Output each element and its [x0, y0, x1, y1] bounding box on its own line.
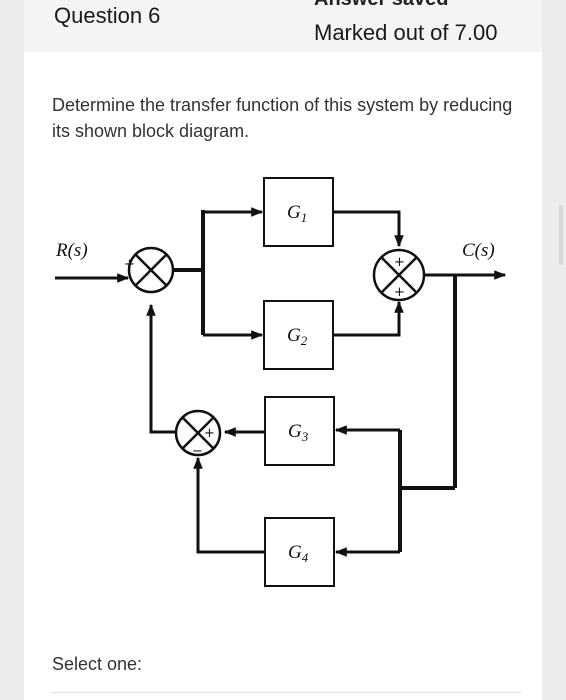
summing-junction-1	[127, 246, 175, 294]
svg-text:G2: G2	[287, 325, 308, 348]
svg-text:G1: G1	[287, 202, 307, 225]
s2-sign-bottom: +	[394, 285, 405, 300]
s3-sign-bottom: −	[192, 444, 203, 459]
g1-out-line	[333, 210, 404, 248]
s3-sign-right: +	[204, 426, 215, 441]
g2-out-line	[333, 300, 404, 337]
select-one-label: Select one:	[52, 654, 143, 674]
block-g1-sub: 1	[301, 210, 308, 225]
question-prompt: Determine the transfer function of this …	[52, 95, 513, 141]
block-g4-sub: 4	[302, 550, 309, 565]
question-title: Question 6	[54, 3, 161, 28]
output-label: C(s)	[462, 240, 495, 261]
answer-divider	[52, 692, 522, 693]
s1-sign-top: +	[124, 257, 135, 272]
s2-sign-top: +	[394, 255, 405, 270]
marked-out-of: Marked out of 7.00	[314, 20, 498, 45]
summing-junction-2	[372, 248, 426, 302]
block-g2-name: G	[287, 325, 301, 346]
status-clipped-text: Answer saved	[314, 0, 449, 11]
question-header: Answer saved Question 6 Marked out of 7.…	[24, 0, 542, 52]
summing-junction-3	[174, 409, 222, 457]
block-g1: G1	[263, 177, 334, 247]
s1-sign-bottom: −	[144, 285, 155, 300]
block-g3: G3	[264, 396, 335, 466]
svg-text:G3: G3	[288, 421, 309, 444]
scrollbar-handle[interactable]	[559, 205, 563, 265]
block-g4: G4	[264, 517, 335, 587]
input-label: R(s)	[55, 240, 88, 261]
g4-out-line	[193, 456, 265, 554]
block-g3-name: G	[288, 421, 302, 442]
s3-out-line	[146, 303, 175, 434]
block-g2: G2	[263, 300, 334, 370]
svg-text:G4: G4	[288, 542, 309, 565]
block-g2-sub: 2	[301, 333, 308, 348]
block-g1-name: G	[287, 202, 301, 223]
block-g4-name: G	[288, 542, 302, 563]
block-g3-sub: 3	[301, 429, 309, 444]
